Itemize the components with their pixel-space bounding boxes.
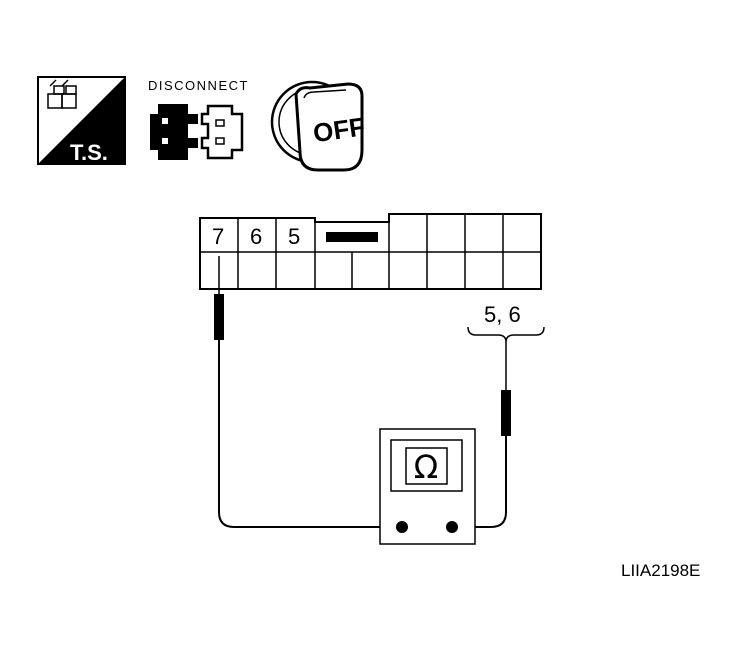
right-probe: 5, 6 — [452, 302, 545, 528]
ignition-off-icon: OFF — [270, 80, 367, 172]
ts-label: T.S. — [70, 140, 108, 165]
connector-block: 7 6 5 — [199, 213, 542, 290]
ohm-symbol: Ω — [414, 448, 438, 486]
disconnect-icon: DISCONNECT — [148, 78, 249, 160]
connector-lock-tab — [326, 232, 378, 242]
disconnect-label: DISCONNECT — [148, 78, 249, 93]
pin-number-7: 7 — [212, 224, 224, 249]
ignition-off-label: OFF — [311, 111, 367, 148]
pin-number-6: 6 — [250, 224, 262, 249]
ts-icon: T.S. — [37, 76, 126, 165]
pin-number-5: 5 — [288, 224, 300, 249]
probe-label: 5, 6 — [484, 302, 521, 327]
probe-brace — [467, 326, 545, 343]
figure-code: LIIA2198E — [621, 561, 700, 580]
ohmmeter: Ω — [379, 428, 476, 545]
meter-terminal-right — [446, 521, 458, 533]
left-probe — [214, 256, 402, 528]
meter-terminal-left — [396, 521, 408, 533]
